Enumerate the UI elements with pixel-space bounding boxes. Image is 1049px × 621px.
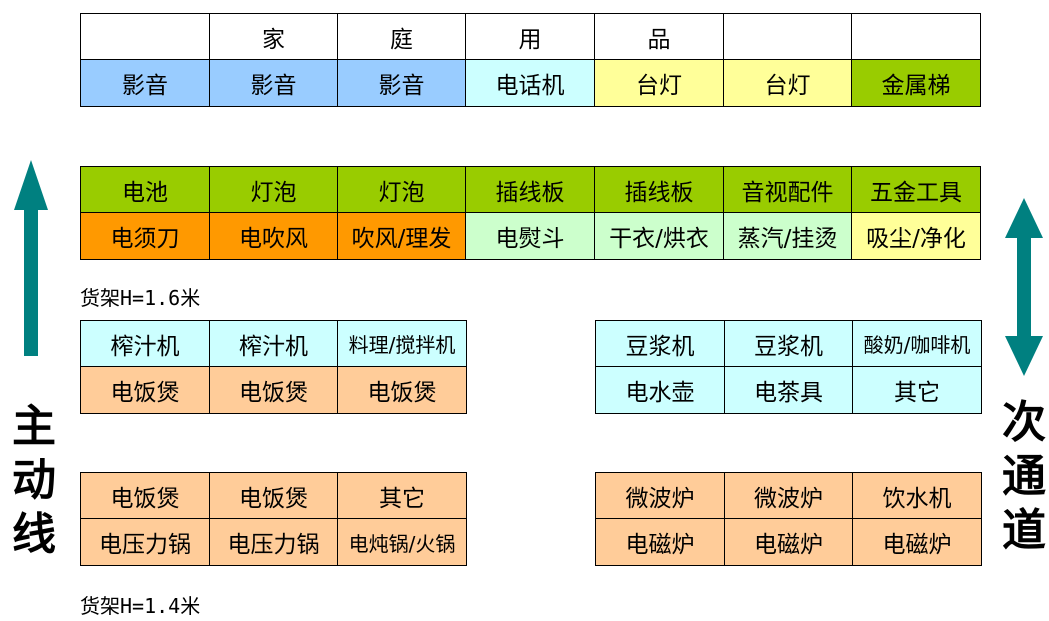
secondary-aisle-char: 通 [1002, 451, 1046, 502]
shelf-cell: 影音 [337, 59, 466, 107]
header-cell: 用 [465, 13, 595, 60]
kitchen-right-2-row-2: 电磁炉 电磁炉 电磁炉 [595, 518, 982, 566]
kitchen-left-table-1: 榨汁机 榨汁机 料理/搅拌机 电饭煲 电饭煲 电饭煲 [80, 320, 467, 414]
main-line-label: 主 动 线 [10, 400, 58, 562]
shelf-cell: 电水壶 [595, 366, 725, 414]
secondary-aisle-char: 道 [1002, 505, 1046, 556]
main-line-char: 线 [12, 509, 56, 560]
shelf-height-note-1: 货架H=1.6米 [80, 286, 201, 310]
small-appliances-row-2: 电须刀 电吹风 吹风/理发 电熨斗 干衣/烘衣 蒸汽/挂烫 吸尘/净化 [80, 212, 981, 260]
shelf-cell: 豆浆机 [724, 320, 853, 367]
shelf-cell: 榨汁机 [209, 320, 338, 367]
shelf-cell: 电茶具 [724, 366, 853, 414]
kitchen-right-2-row-1: 微波炉 微波炉 饮水机 [595, 472, 982, 519]
shelf-cell: 台灯 [723, 59, 852, 107]
shelf-height-note-2: 货架H=1.4米 [80, 594, 201, 618]
shelf-cell: 吹风/理发 [337, 212, 466, 260]
small-appliances-row-1: 电池 灯泡 灯泡 插线板 插线板 音视配件 五金工具 [80, 166, 981, 213]
shelf-cell: 电须刀 [80, 212, 210, 260]
shelf-cell: 金属梯 [851, 59, 981, 107]
shelf-cell: 电炖锅/火锅 [337, 518, 467, 566]
shelf-cell: 插线板 [465, 166, 595, 213]
shelf-cell: 干衣/烘衣 [594, 212, 724, 260]
shelf-cell: 电压力锅 [209, 518, 338, 566]
main-line-char: 动 [12, 455, 56, 506]
shelf-cell: 电池 [80, 166, 210, 213]
kitchen-right-table-1: 豆浆机 豆浆机 酸奶/咖啡机 电水壶 电茶具 其它 [595, 320, 982, 414]
shelf-cell: 酸奶/咖啡机 [852, 320, 982, 367]
shelf-cell: 电磁炉 [724, 518, 853, 566]
shelf-cell: 灯泡 [209, 166, 338, 213]
up-arrow-icon [14, 160, 48, 356]
shelf-cell: 电压力锅 [80, 518, 210, 566]
shelf-cell: 其它 [852, 366, 982, 414]
shelf-cell: 插线板 [594, 166, 724, 213]
up-down-arrow-icon [1005, 198, 1043, 376]
kitchen-right-1-row-2: 电水壶 电茶具 其它 [595, 366, 982, 414]
shelf-cell: 电饭煲 [80, 366, 210, 414]
small-appliances-table: 电池 灯泡 灯泡 插线板 插线板 音视配件 五金工具 电须刀 电吹风 吹风/理发… [80, 166, 981, 260]
shelf-cell: 灯泡 [337, 166, 466, 213]
header-cell: 品 [594, 13, 724, 60]
shelf-cell: 五金工具 [851, 166, 981, 213]
shelf-cell: 料理/搅拌机 [337, 320, 467, 367]
shelf-cell: 吸尘/净化 [851, 212, 981, 260]
shelf-cell: 电熨斗 [465, 212, 595, 260]
kitchen-left-2-row-2: 电压力锅 电压力锅 电炖锅/火锅 [80, 518, 467, 566]
header-cell: 家 [209, 13, 338, 60]
shelf-cell: 影音 [209, 59, 338, 107]
header-cell [80, 13, 210, 60]
shelf-cell: 电磁炉 [852, 518, 982, 566]
shelf-cell: 电饭煲 [209, 366, 338, 414]
shelf-cell: 电饭煲 [337, 366, 467, 414]
shelf-cell: 其它 [337, 472, 467, 519]
main-line-char: 主 [12, 401, 56, 452]
header-cell [851, 13, 981, 60]
kitchen-left-table-2: 电饭煲 电饭煲 其它 电压力锅 电压力锅 电炖锅/火锅 [80, 472, 467, 566]
kitchen-left-2-row-1: 电饭煲 电饭煲 其它 [80, 472, 467, 519]
secondary-aisle-label: 次 通 道 [1000, 396, 1048, 558]
kitchen-right-1-row-1: 豆浆机 豆浆机 酸奶/咖啡机 [595, 320, 982, 367]
shelf-cell: 影音 [80, 59, 210, 107]
shelf-cell: 台灯 [594, 59, 724, 107]
header-cell: 庭 [337, 13, 466, 60]
shelf-cell: 电磁炉 [595, 518, 725, 566]
shelf-cell: 豆浆机 [595, 320, 725, 367]
shelf-cell: 榨汁机 [80, 320, 210, 367]
secondary-aisle-char: 次 [1002, 397, 1046, 448]
shelf-cell: 蒸汽/挂烫 [723, 212, 852, 260]
household-goods-table: 家 庭 用 品 影音 影音 影音 电话机 台灯 台灯 金属梯 [80, 13, 981, 107]
shelf-cell: 电饭煲 [209, 472, 338, 519]
shelf-cell: 微波炉 [724, 472, 853, 519]
shelf-cell: 音视配件 [723, 166, 852, 213]
household-items-row: 影音 影音 影音 电话机 台灯 台灯 金属梯 [80, 59, 981, 107]
household-header-row: 家 庭 用 品 [80, 13, 981, 60]
header-cell [723, 13, 852, 60]
shelf-cell: 电吹风 [209, 212, 338, 260]
kitchen-left-1-row-2: 电饭煲 电饭煲 电饭煲 [80, 366, 467, 414]
kitchen-left-1-row-1: 榨汁机 榨汁机 料理/搅拌机 [80, 320, 467, 367]
shelf-cell: 饮水机 [852, 472, 982, 519]
shelf-cell: 电饭煲 [80, 472, 210, 519]
shelf-cell: 电话机 [465, 59, 595, 107]
kitchen-right-table-2: 微波炉 微波炉 饮水机 电磁炉 电磁炉 电磁炉 [595, 472, 982, 566]
shelf-cell: 微波炉 [595, 472, 725, 519]
